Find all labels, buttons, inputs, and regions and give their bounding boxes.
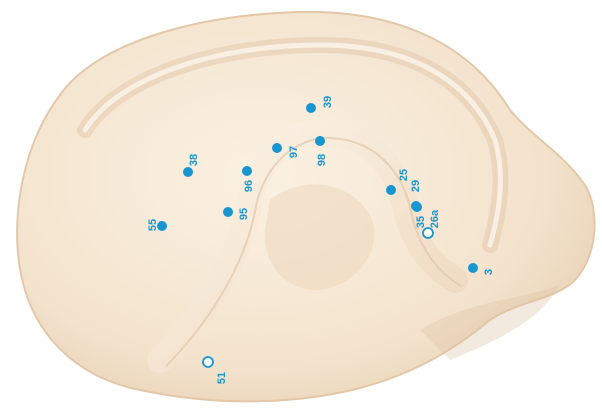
acupoint-label-51: 51 [216,372,228,384]
acupoint-marker-35 [412,202,422,212]
acupoint-marker-3 [468,263,478,273]
acupoint-label-97: 97 [288,146,300,158]
acupoint-label-96: 96 [243,180,255,192]
acupoint-marker-25 [386,185,396,195]
acupoint-label-29: 29 [410,180,422,192]
acupoint-marker-95 [223,207,233,217]
acupoint-label-95: 95 [238,208,250,220]
acupoint-label-3: 3 [483,269,495,275]
acupoint-label-55: 55 [147,219,159,231]
acupoint-marker-39 [306,103,316,113]
acupoint-marker-98 [315,136,325,146]
acupoint-marker-96 [242,166,252,176]
acupoint-marker-38 [183,167,193,177]
acupoint-label-25: 25 [398,169,410,181]
acupoint-label-35: 35 [415,216,427,228]
acupoint-label-38: 38 [188,154,200,166]
acupoint-marker-51 [203,357,213,367]
acupoint-label-98: 98 [316,154,328,166]
acupoint-marker-26a [423,228,433,238]
acupoint-label-39: 39 [322,96,334,108]
acupoint-label-26a: 26a [429,209,441,228]
acupoint-marker-97 [272,143,282,153]
